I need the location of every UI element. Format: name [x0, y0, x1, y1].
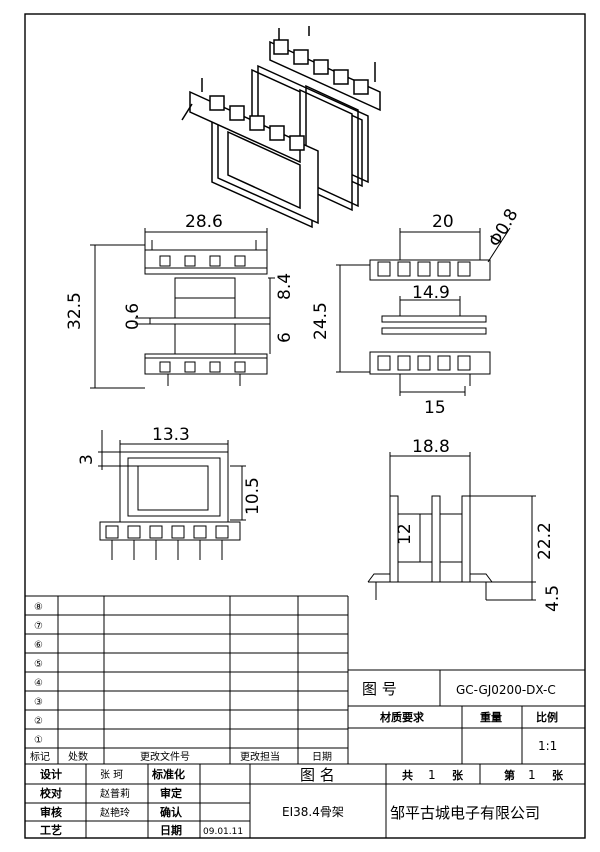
material-label: 材质要求: [380, 710, 425, 724]
scale-label: 比例: [536, 710, 558, 724]
rev-header-doc: 更改文件号: [140, 750, 190, 763]
role-1: 设计: [40, 767, 62, 781]
drawing-no: GC-GJ0200-DX-C: [456, 683, 556, 697]
sheet-unit: 张: [552, 768, 564, 782]
rev-header-place: 处数: [68, 750, 88, 763]
role-4-b: 日期: [160, 823, 182, 837]
dim-side-top: 3: [77, 454, 97, 465]
company-name: 邹平古城电子有限公司: [390, 804, 540, 822]
rev-row-4: ④: [34, 678, 43, 689]
name-label: 图 名: [300, 766, 335, 784]
rev-header-person: 更改担当: [240, 750, 280, 763]
role-1-b: 标准化: [151, 767, 185, 781]
scale-value: 1:1: [538, 739, 557, 753]
rev-row-8: ⑧: [34, 602, 43, 613]
dim-top-inner: 14.9: [412, 283, 450, 303]
dim-front-flange: 0.6: [123, 303, 143, 330]
dim-pin-diameter: Φ0.8: [485, 205, 523, 250]
role-1-name: 张 珂: [100, 769, 123, 781]
total-value: 1: [428, 768, 436, 782]
dim-front-right-top: 8.4: [275, 273, 295, 300]
role-2: 校对: [40, 786, 62, 800]
dim-top-span: 20: [432, 212, 454, 232]
drawing-no-label: 图 号: [362, 680, 397, 698]
front-view: [90, 228, 275, 389]
role-4: 工艺: [40, 823, 62, 837]
dim-right-height: 22.2: [535, 522, 555, 560]
total-unit: 张: [452, 768, 464, 782]
weight-label: 重量: [480, 710, 502, 724]
sheet-label: 第: [504, 768, 515, 782]
sheet-value: 1: [528, 768, 536, 782]
dim-front-width: 28.6: [185, 212, 223, 232]
dim-top-bottom: 15: [424, 398, 446, 418]
revision-table: [25, 595, 585, 765]
role-3-b: 确认: [160, 805, 183, 819]
rev-header-date: 日期: [312, 751, 332, 763]
role-3-name: 赵艳玲: [100, 806, 130, 819]
top-view: [336, 227, 511, 396]
side-view: [98, 430, 246, 560]
rev-row-2: ②: [34, 716, 43, 727]
dim-front-height: 32.5: [65, 292, 85, 330]
role-3: 审核: [40, 805, 62, 819]
dim-right-width: 18.8: [412, 437, 450, 457]
rev-row-1: ①: [34, 735, 43, 746]
isometric-view: [181, 26, 381, 229]
part-name: EI38.4骨架: [282, 805, 344, 819]
rev-row-3: ③: [34, 697, 43, 708]
dim-front-right-bottom: 6: [275, 332, 295, 343]
dim-right-pin: 4.5: [543, 585, 563, 612]
role-2-b: 审定: [160, 786, 182, 800]
dim-side-width: 13.3: [152, 425, 190, 445]
dim-side-height: 10.5: [243, 477, 263, 515]
rev-header-mark: 标记: [30, 751, 50, 763]
total-label: 共: [402, 768, 413, 782]
dim-top-height: 24.5: [311, 302, 331, 340]
dim-right-window: 12: [395, 523, 415, 545]
sheet-border: [24, 13, 586, 839]
role-4-date: 09.01.11: [203, 827, 243, 837]
rev-row-5: ⑤: [34, 659, 43, 670]
title-block: [25, 669, 585, 838]
role-2-name: 赵普莉: [100, 787, 130, 800]
rev-row-7: ⑦: [34, 621, 43, 632]
rev-row-6: ⑥: [34, 640, 43, 651]
right-view: [367, 452, 536, 601]
